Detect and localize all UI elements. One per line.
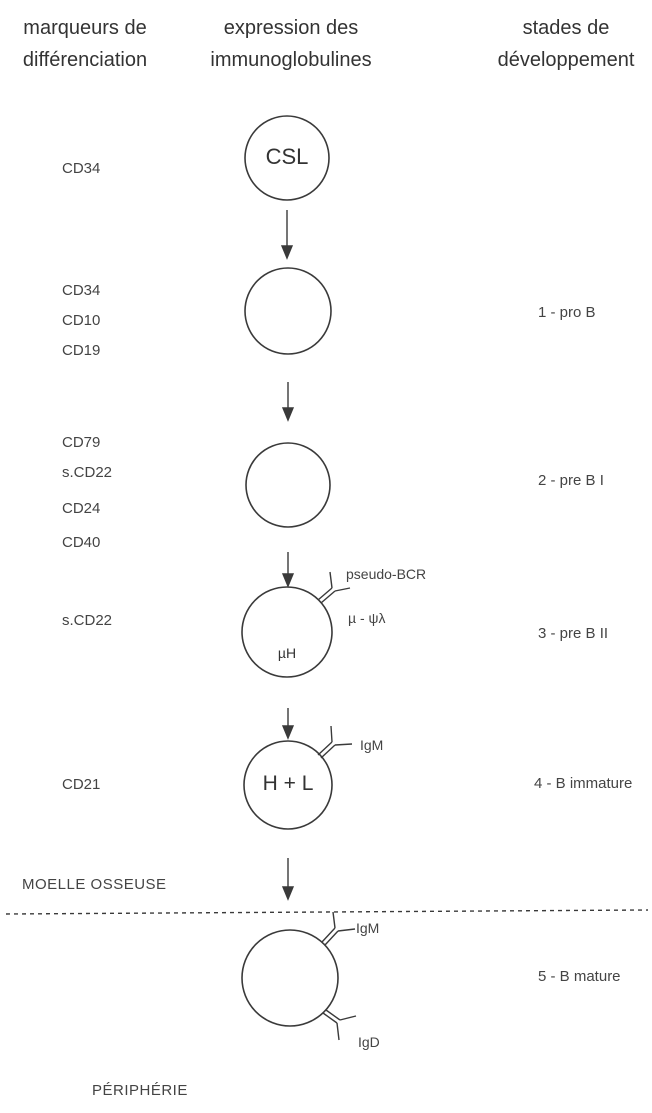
cell-pre-b-ii	[241, 586, 333, 678]
stage-b-mature: 5 - B mature	[538, 968, 621, 985]
antibody-pseudo-bcr	[317, 571, 351, 604]
cell-label-b-immature: H + L	[262, 772, 314, 795]
header-stages-line2: développement	[497, 49, 635, 71]
marker-prebi-cd79: CD79	[62, 434, 101, 451]
header-expression: expression des immunoglobulines	[196, 12, 386, 76]
cell-pro-b	[244, 267, 332, 355]
arrow-5	[281, 858, 295, 901]
marker-csl-cd34: CD34	[62, 160, 101, 177]
label-mu-psi-lambda: µ - ψλ	[348, 610, 386, 626]
antibody-igd-mature	[322, 1009, 357, 1041]
zone-periphery: PÉRIPHÉRIE	[92, 1082, 188, 1099]
stage-pre-b-i: 2 - pre B I	[538, 472, 604, 489]
antibody-igm-mature	[321, 911, 356, 946]
cell-label-csl: CSL	[265, 144, 309, 169]
header-markers-line1: marqueurs de	[23, 17, 147, 39]
cell-b-immature	[243, 740, 333, 830]
antibody-igm-immature	[317, 725, 353, 759]
cell-label-pre-b-ii: µH	[277, 645, 297, 661]
stage-b-immature: 4 - B immature	[534, 775, 633, 792]
marker-prebi-cd40: CD40	[62, 534, 101, 551]
marrow-periphery-divider	[5, 909, 649, 915]
stage-pro-b: 1 - pro B	[538, 304, 596, 321]
arrow-3	[281, 552, 295, 588]
zone-bone-marrow: MOELLE OSSEUSE	[22, 876, 167, 893]
header-expression-line2: immunoglobulines	[210, 49, 372, 71]
marker-prebii-scd22: s.CD22	[62, 612, 113, 629]
arrow-4	[281, 708, 295, 740]
cell-csl	[244, 115, 330, 201]
label-igd-mature: IgD	[358, 1034, 380, 1050]
label-igm-immature: IgM	[360, 737, 384, 753]
marker-prebi-cd24: CD24	[62, 500, 101, 517]
arrow-1	[280, 210, 294, 260]
cell-pre-b-i	[245, 442, 331, 528]
header-expression-line1: expression des	[223, 17, 359, 39]
cell-b-mature	[241, 929, 339, 1027]
marker-prebi-scd22: s.CD22	[62, 464, 113, 481]
arrow-2	[281, 382, 295, 422]
marker-prob-cd34: CD34	[62, 282, 101, 299]
header-markers: marqueurs de différenciation	[0, 12, 170, 76]
marker-bimm-cd21: CD21	[62, 776, 101, 793]
stage-pre-b-ii: 3 - pre B II	[538, 625, 609, 642]
header-stages: stades de développement	[486, 12, 646, 76]
marker-prob-cd19: CD19	[62, 342, 101, 359]
marker-prob-cd10: CD10	[62, 312, 101, 329]
header-markers-line2: différenciation	[22, 49, 148, 71]
label-pseudo-bcr: pseudo-BCR	[346, 566, 427, 582]
header-stages-line1: stades de	[522, 17, 610, 39]
label-igm-mature: IgM	[356, 920, 380, 936]
